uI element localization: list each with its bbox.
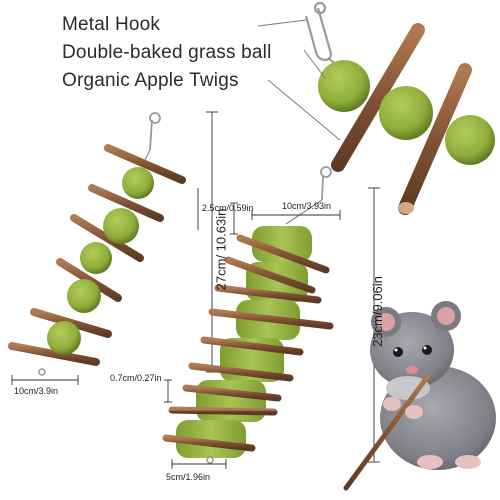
dimension-left-width: 10cm/3.9in [14,386,59,396]
left-toy [8,111,218,385]
right-toy [162,166,380,469]
dimension-right-top-width: 10cm/3.93in [282,201,332,211]
hamster-illustration [343,301,496,491]
grass-ball-icon [47,167,154,355]
metal-hook-icon [304,1,332,62]
callout-apple-twigs: Organic Apple Twigs [62,70,239,91]
grass-ball-icon [318,60,370,112]
metal-hook-icon [149,112,161,151]
dimension-right-length: 23cm/9.06in [369,276,385,347]
grass-ball-icon [379,86,433,140]
dimension-right-thickness-mid: 0.7cm/0.27in [110,373,162,383]
callout-metal-hook: Metal Hook [62,14,161,35]
apple-twig-icon [331,23,472,215]
closeup-group [257,1,495,215]
dimension-left-length: 27cm/ 10.63in [213,208,229,291]
metal-hook-icon [320,166,332,201]
grass-ball-icon [445,115,495,165]
dimension-right-bottom-width: 5cm/1.96in [166,472,211,482]
dimension-right-thickness-top: 2.5cm/0.59in [202,203,254,213]
callout-grass-ball: Double-baked grass ball [62,42,272,63]
